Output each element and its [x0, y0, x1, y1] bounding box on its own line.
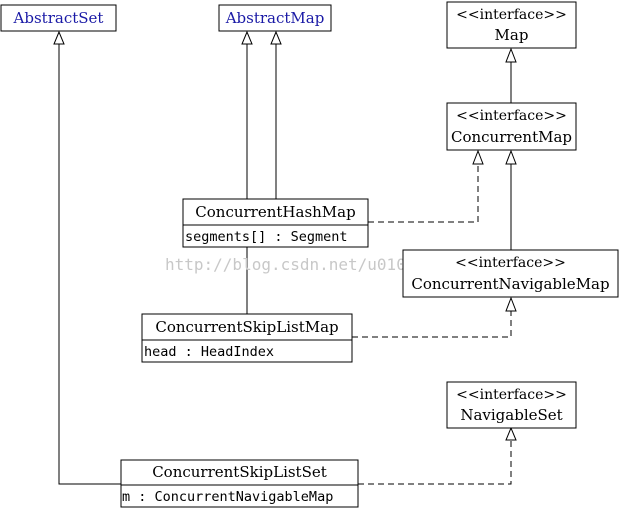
arrowhead-concurrentmap-right [505, 149, 517, 165]
interface-navigableset[interactable]: <<interface>> NavigableSet [446, 381, 577, 429]
arrowhead-navigablemap [505, 296, 517, 312]
interface-concurrentmap[interactable]: <<interface>> ConcurrentMap [446, 102, 577, 151]
class-abstractset[interactable]: AbstractSet [0, 4, 117, 32]
class-attribute: m : ConcurrentNavigableMap [122, 489, 333, 505]
edge-skiplistmap-navigablemap [352, 311, 512, 338]
class-concurrenthashmap[interactable]: ConcurrentHashMap segments[] : Segment [182, 198, 369, 248]
class-name: ConcurrentHashMap [195, 203, 355, 221]
class-name: AbstractSet [13, 9, 104, 27]
class-abstractmap[interactable]: AbstractMap [218, 4, 332, 32]
interface-map[interactable]: <<interface>> Map [446, 1, 577, 49]
interface-name: Map [495, 26, 529, 44]
interface-name: ConcurrentNavigableMap [411, 275, 609, 293]
edge-skiplistset-navigableset [358, 440, 512, 485]
arrowhead-map [505, 47, 517, 63]
stereotype-label: <<interface>> [456, 387, 567, 403]
stereotype-label: <<interface>> [455, 255, 566, 271]
class-name: ConcurrentSkipListMap [155, 318, 338, 336]
class-name: ConcurrentSkipListSet [152, 463, 327, 481]
class-attribute: head : HeadIndex [144, 344, 274, 360]
interface-name: ConcurrentMap [451, 128, 572, 146]
stereotype-label: <<interface>> [456, 7, 567, 23]
class-concurrentskiplistset[interactable]: ConcurrentSkipListSet m : ConcurrentNavi… [120, 459, 359, 508]
interface-name: NavigableSet [460, 406, 562, 424]
class-name: AbstractMap [225, 9, 325, 27]
interface-concurrentnavigablemap[interactable]: <<interface>> ConcurrentNavigableMap [402, 249, 619, 298]
arrowhead-abstractset [53, 30, 65, 45]
arrowhead-concurrentmap-left [472, 149, 484, 165]
arrowhead-abstractmap-left [241, 30, 253, 45]
arrowhead-navigableset [505, 426, 517, 441]
edge-skiplistset-abstractset [58, 44, 121, 485]
watermark: http://blog.csdn.net/u010425776 [165, 255, 464, 274]
stereotype-label: <<interface>> [456, 108, 567, 124]
edge-hashmap-concurrentmap [368, 164, 479, 223]
class-concurrentskiplistmap[interactable]: ConcurrentSkipListMap head : HeadIndex [141, 313, 353, 363]
arrowhead-abstractmap-right [270, 30, 282, 45]
class-attribute: segments[] : Segment [185, 229, 348, 245]
